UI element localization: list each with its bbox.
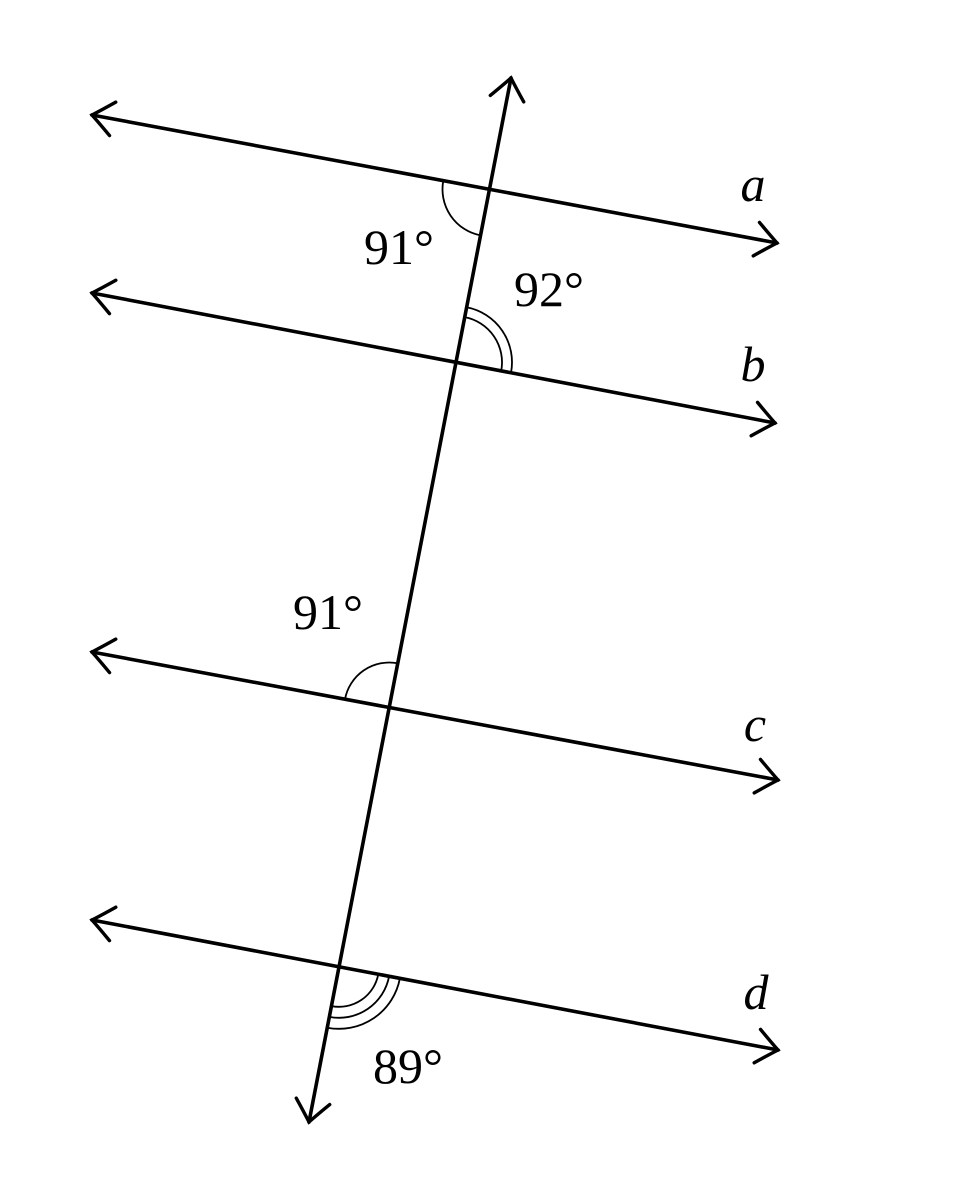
- angle-label-c: 91°: [293, 584, 363, 640]
- line-label-c: c: [744, 696, 766, 752]
- line-d: 89° d: [89, 905, 781, 1094]
- line-b: 92° b: [89, 261, 778, 438]
- line-a: 91° a: [89, 100, 780, 275]
- line-label-a: a: [741, 156, 766, 212]
- angle-arc-d-inner: [331, 974, 380, 1008]
- line-c: 91° c: [89, 584, 781, 795]
- line-label-d: d: [744, 964, 770, 1020]
- line-d-segment: [89, 905, 781, 1065]
- line-b-segment: [89, 278, 778, 438]
- angle-arc-c: [344, 661, 398, 700]
- line-label-b: b: [741, 336, 766, 392]
- angle-arc-b-outer: [466, 306, 513, 373]
- angle-arc-b-inner: [464, 316, 503, 372]
- angle-label-d: 89°: [373, 1038, 443, 1094]
- line-a-segment: [89, 100, 780, 258]
- angle-label-a: 91°: [364, 219, 434, 275]
- angle-arc-a: [441, 180, 481, 237]
- angle-label-b: 92°: [514, 261, 584, 317]
- angle-arc-d-middle: [329, 976, 390, 1019]
- line-c-segment: [89, 637, 781, 795]
- angle-arc-d-outer: [327, 978, 401, 1030]
